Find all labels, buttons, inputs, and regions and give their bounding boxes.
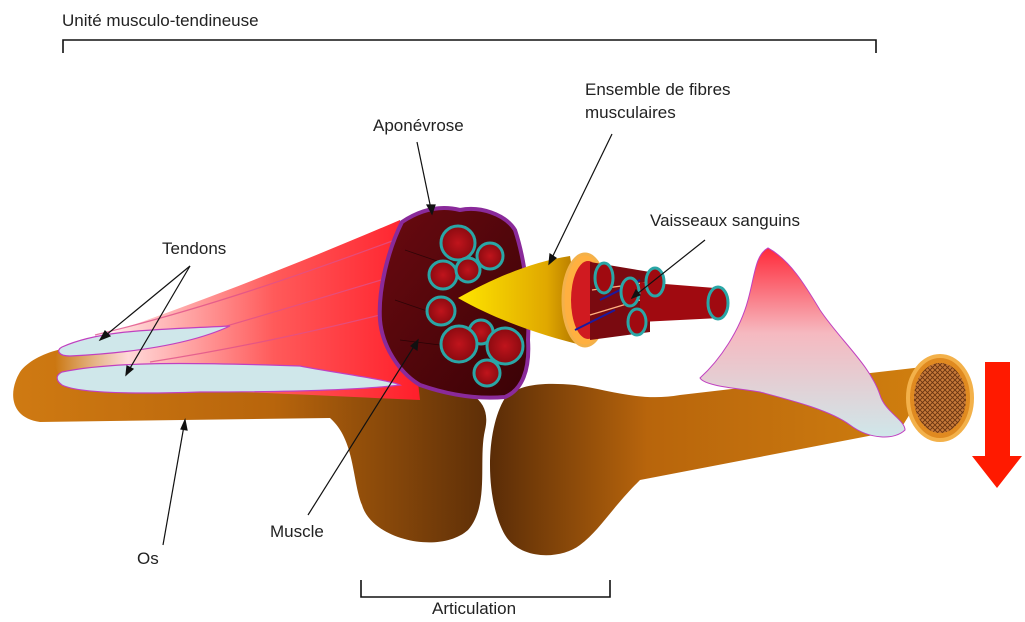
joint-label: Articulation [432,599,516,618]
unit-bracket [63,40,876,53]
fibers-label-line1: Ensemble de fibres [585,80,731,99]
vessels-label: Vaisseaux sanguins [650,211,800,230]
force-arrow [972,362,1022,488]
bone-cross-section [914,363,966,433]
tendons-label: Tendons [162,239,226,258]
muscle-label: Muscle [270,522,324,541]
fibers-label-line2: musculaires [585,103,676,122]
aponeurosis-label: Aponévrose [373,116,464,135]
unit-label: Unité musculo-tendineuse [62,11,259,30]
joint-bracket [361,580,610,597]
bone-label: Os [137,549,159,568]
